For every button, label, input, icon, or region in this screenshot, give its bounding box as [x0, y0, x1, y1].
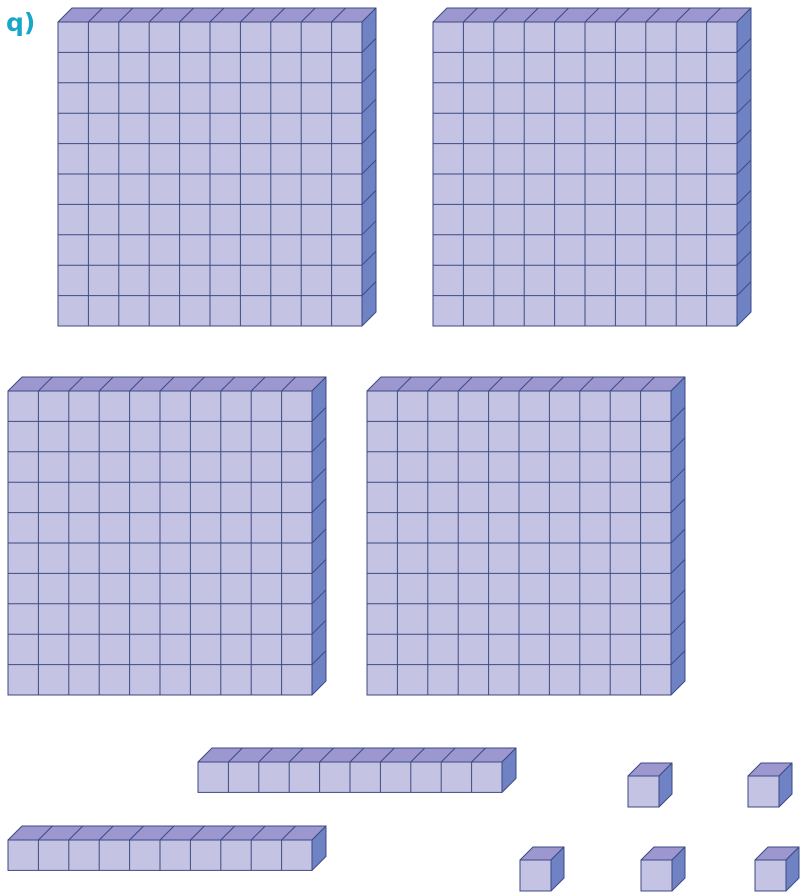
- unit-cube-2: [748, 763, 792, 807]
- ten-rod-1: [198, 748, 516, 792]
- hundred-flat-3: [8, 377, 326, 695]
- hundred-flat-1: [58, 8, 376, 326]
- unit-cube-3: [520, 847, 564, 891]
- unit-cube-5: [755, 847, 799, 891]
- hundred-flat-2: [433, 8, 751, 326]
- ten-rod-2: [8, 826, 326, 870]
- unit-cube-4: [641, 847, 685, 891]
- unit-cube-1: [628, 763, 672, 807]
- hundred-flat-4: [367, 377, 685, 695]
